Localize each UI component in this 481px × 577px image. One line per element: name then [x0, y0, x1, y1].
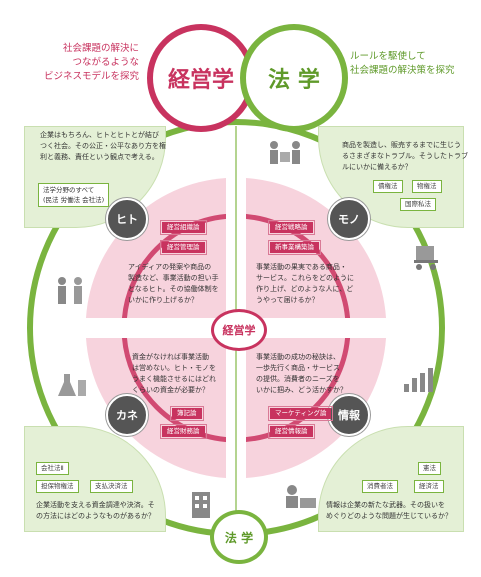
chart-growth-icon [404, 368, 433, 392]
management-label: 経営学 [167, 68, 234, 93]
quadrant-mono-label: モノ [338, 213, 360, 226]
quadrant-line: の提供。消費者のニーズを [256, 375, 340, 383]
tag-boki: 簿記論 [170, 406, 204, 421]
law-all-fields-tag: 法学分野のすべて (民法 労働法 会社法) [38, 183, 110, 207]
quadrant-kane-label: カネ [116, 409, 138, 422]
law-tag-shohisha: 消費者法 [362, 480, 398, 493]
law-tag-kenpo: 憲法 [418, 462, 441, 475]
management-intro-line: 社会課題の解決に [62, 43, 139, 54]
quadrant-line: 作り上げ、どのような人に、ど [256, 285, 354, 293]
law-tag-tanpo: 担保物権法 [36, 480, 79, 493]
quadrant-line: 一歩先行く商品・サービス [256, 364, 340, 372]
corner-text-bottom-right: 情報は企業の新たな武器。その扱いを めぐりどのような問題が生じているか？ [326, 500, 452, 522]
quadrant-joho-text: 事業活動の成功の秘訣は、 一歩先行く商品・サービス の提供。消費者のニーズを い… [256, 352, 347, 396]
quadrant-line: 製造など、事業活動の担い手 [128, 274, 219, 282]
tag-keiei-kanri: 経営管理論 [160, 240, 207, 255]
tag-shinjigyo-label: 新事業構築論 [270, 242, 319, 253]
corner-line: めぐりどのような問題が生じているか？ [326, 512, 452, 520]
quadrant-joho-label: 情報 [338, 409, 360, 422]
law-all-fields-title: 法学分野のすべて [43, 186, 95, 194]
quadrant-mono-circle: モノ [328, 198, 370, 240]
tag-keiei-kanri-label: 経営管理論 [162, 242, 205, 253]
corner-line: ルにいかに備えるか？ [342, 163, 412, 171]
law-circle: 法 学 [240, 24, 348, 132]
management-intro-line: ビジネスモデルを探究 [43, 71, 139, 82]
cart-icon [414, 246, 438, 270]
quadrant-line: 事業活動の成功の秘訣は、 [256, 353, 340, 361]
quadrant-line: いかに掴み、どう活かすか？ [256, 386, 347, 394]
quadrant-joho-circle: 情報 [328, 394, 370, 436]
tag-keiei-zaimu: 経営財務論 [160, 424, 207, 439]
law-intro-line: 社会課題の解決策を探究 [350, 65, 455, 76]
box-carry-icon [270, 141, 300, 164]
law-intro-line: ルールを駆使して [350, 51, 426, 62]
quadrant-hito-circle: ヒト [106, 198, 148, 240]
tag-keiei-soshiki-label: 経営組織論 [162, 222, 205, 233]
quadrant-mono-text: 事業活動の果実である商品・ サービス。これらをどのように 作り上げ、どのような人… [256, 262, 354, 306]
corner-text-bottom-left: 企業活動を支える資金調達や決済。そ の方法にはどのようなものがあるか？ [36, 500, 155, 522]
management-circle: 経営学 [147, 24, 255, 132]
management-intro-line: つながるような [72, 57, 139, 68]
tag-shinjigyo: 新事業構築論 [268, 240, 321, 255]
quadrant-line: は営めない。ヒト・モノを [132, 364, 216, 372]
tag-keiei-senryaku: 経営戦略論 [268, 220, 315, 235]
tag-keiei-zaimu-label: 経営財務論 [162, 426, 205, 437]
corner-line: 企業活動を支える資金調達や決済。そ [36, 501, 155, 509]
law-tag-kokusai: 国際私法 [400, 198, 436, 211]
law-tag-saiken: 債権法 [373, 180, 403, 193]
quadrant-line: いかに作り上げるか？ [128, 296, 198, 304]
bottom-law-label: 法 学 [224, 530, 254, 545]
law-intro: ルールを駆使して 社会課題の解決策を探究 [350, 50, 455, 78]
law-all-fields-sub: (民法 労働法 会社法) [43, 196, 105, 204]
tag-keiei-soshiki: 経営組織論 [160, 220, 207, 235]
corner-text-top-right: 商品を製造し、販売するまでに生じう るさまざまなトラブル。そうしたトラブ ルにい… [342, 140, 468, 173]
law-tag-keizai: 経済法 [414, 480, 444, 493]
quadrant-line: 事業活動の果実である商品・ [256, 263, 347, 271]
quadrant-kane-text: 資金がなければ事業活動 は営めない。ヒト・モノを うまく機能させるにはどれ くら… [132, 352, 216, 396]
law-label: 法 学 [268, 68, 320, 93]
quadrant-line: うまく機能させるにはどれ [132, 375, 216, 383]
corner-line: 商品を製造し、販売するまでに生じう [342, 141, 461, 149]
tag-marketing: マーケティング論 [268, 406, 334, 421]
building-icon [192, 492, 210, 518]
law-tag-shiharai: 支払決済法 [90, 480, 133, 493]
law-tag-bukken: 物権法 [412, 180, 442, 193]
quadrant-line: となるヒト。その協働体制を [128, 285, 219, 293]
quadrant-hito-text: アイディアの発案や商品の 製造など、事業活動の担い手 となるヒト。その協働体制を… [128, 262, 219, 306]
laptop-person-icon [286, 485, 316, 508]
tag-keiei-senryaku-label: 経営戦略論 [270, 222, 313, 233]
flask-icon [58, 374, 86, 396]
tag-marketing-label: マーケティング論 [270, 408, 332, 419]
tag-keiei-joho-label: 経営情報論 [270, 426, 313, 437]
corner-text-top-left: 企業はもちろん、ヒトとヒトとが結び つく社会。その公正・公平なあり方を権 利と義… [40, 130, 166, 163]
quadrant-line: くらいの資金が必要か？ [132, 386, 209, 394]
corner-line: つく社会。その公正・公平なあり方を権 [40, 142, 166, 150]
quadrant-hito-label: ヒト [116, 213, 138, 226]
corner-line: 情報は企業の新たな武器。その扱いを [326, 501, 445, 509]
tag-boki-label: 簿記論 [172, 408, 202, 419]
corner-line: の方法にはどのようなものがあるか？ [36, 512, 155, 520]
center-management-badge: 経営学 [211, 309, 267, 351]
tag-keiei-joho: 経営情報論 [268, 424, 315, 439]
people-handshake-icon [58, 277, 82, 304]
quadrant-line: アイディアの発案や商品の [128, 263, 212, 271]
center-management-label: 経営学 [222, 324, 256, 337]
corner-line: るさまざまなトラブル。そうしたトラブ [342, 152, 468, 160]
law-tag-kaisha: 会社法Ⅱ [36, 462, 69, 475]
quadrant-line: 資金がなければ事業活動 [132, 353, 209, 361]
corner-line: 企業はもちろん、ヒトとヒトとが結び [40, 131, 159, 139]
corner-line: 利と義務、責任という観点で考える。 [40, 153, 159, 161]
quadrant-line: うやって届けるか？ [256, 296, 319, 304]
management-intro: 社会課題の解決に つながるような ビジネスモデルを探究 [44, 42, 139, 84]
quadrant-kane-circle: カネ [106, 394, 148, 436]
bottom-law-badge: 法 学 [210, 510, 268, 564]
quadrant-line: サービス。これらをどのように [256, 274, 354, 282]
